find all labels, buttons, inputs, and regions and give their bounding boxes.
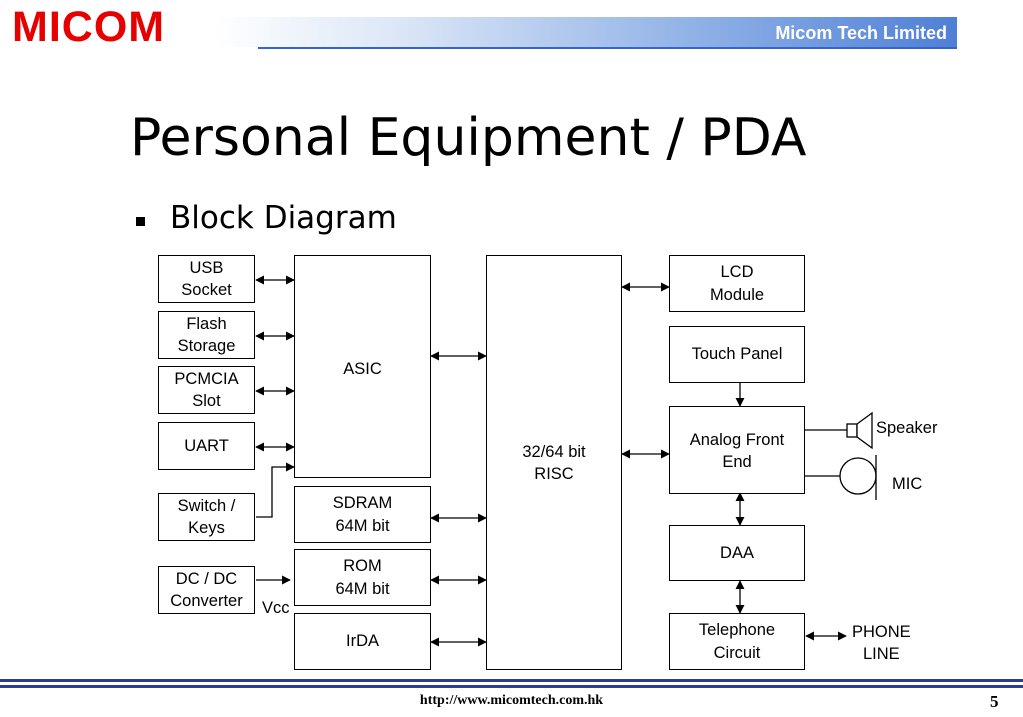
vcc-label: Vcc xyxy=(262,599,290,617)
speaker-icon xyxy=(846,411,873,450)
phone-line-label: PHONE LINE xyxy=(852,623,911,664)
micom-logo: MICOM xyxy=(12,3,166,51)
footer-rule-top xyxy=(0,679,1023,682)
header-banner xyxy=(216,17,957,47)
lcd-module-block: LCD Module xyxy=(669,255,805,312)
bullet-text: Block Diagram xyxy=(170,200,397,236)
footer-url: http://www.micomtech.com.hk xyxy=(419,693,604,708)
analog-front-end-block: Analog Front End xyxy=(669,406,805,494)
dcdc-converter-block: DC / DC Converter xyxy=(158,566,255,614)
mic-label: MIC xyxy=(892,475,923,493)
speaker-label: Speaker xyxy=(876,419,938,437)
page-number: 5 xyxy=(990,692,999,711)
mic-icon xyxy=(839,455,877,500)
switch-keys-block: Switch / Keys xyxy=(158,493,255,541)
risc-processor-block: 32/64 bit RISC xyxy=(486,255,622,670)
pcmcia-slot-block: PCMCIA Slot xyxy=(158,366,255,414)
irda-block: IrDA xyxy=(294,613,431,670)
bullet-square-icon xyxy=(136,217,145,226)
flash-storage-block: Flash Storage xyxy=(158,311,255,359)
company-name: Micom Tech Limited xyxy=(775,23,947,43)
uart-block: UART xyxy=(158,422,255,470)
slide-title: Personal Equipment / PDA xyxy=(130,108,807,168)
sdram-block: SDRAM 64M bit xyxy=(294,486,431,543)
switch-asic-line xyxy=(256,462,295,518)
usb-socket-block: USB Socket xyxy=(158,255,255,303)
daa-block: DAA xyxy=(669,525,805,581)
asic-block: ASIC xyxy=(294,255,431,478)
touch-panel-block: Touch Panel xyxy=(669,326,805,383)
rom-block: ROM 64M bit xyxy=(294,549,431,606)
header-divider xyxy=(258,47,957,49)
footer-rule-bottom xyxy=(0,685,1023,688)
telephone-circuit-block: Telephone Circuit xyxy=(669,613,805,670)
